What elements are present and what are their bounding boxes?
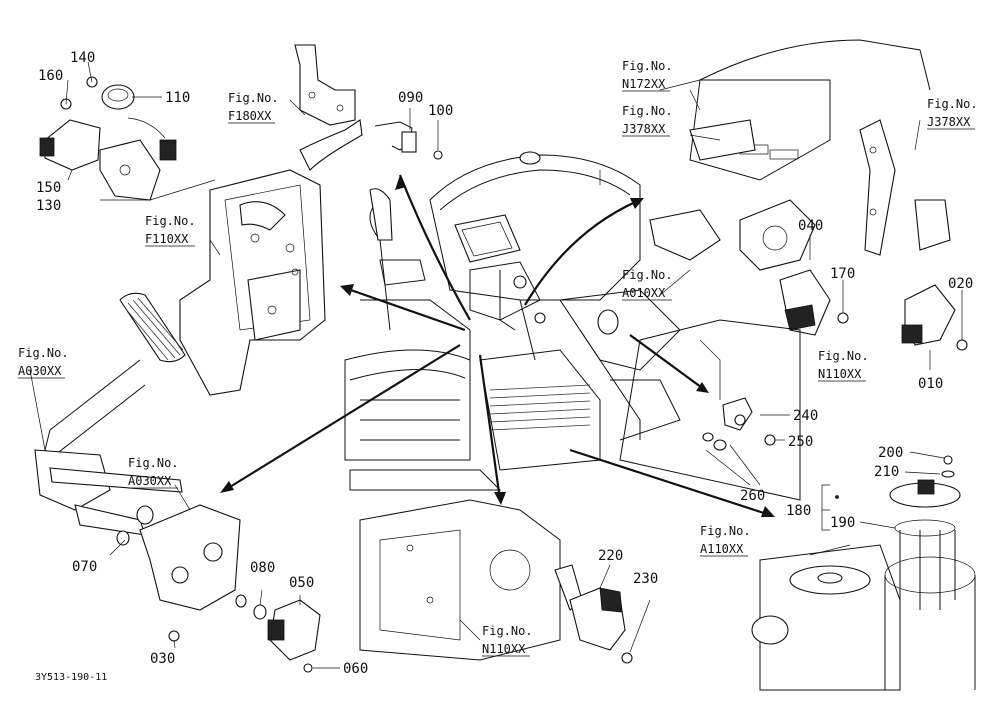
svg-text:Fig.No.: Fig.No. (927, 97, 978, 111)
bracket-assembly-middle-right (619, 319, 801, 501)
part-label-110: 110 (165, 90, 190, 106)
bracket-f180 (294, 44, 443, 171)
part-label-150: 150 (36, 180, 61, 196)
figref-a010: Fig.No. A010XX (622, 268, 673, 301)
part-label-030: 030 (150, 651, 175, 667)
figref-f110: Fig.No. F110XX (145, 214, 196, 247)
part-label-070: 070 (72, 559, 97, 575)
part-label-180: 180 (786, 503, 811, 519)
svg-text:Fig.No.: Fig.No. (622, 268, 673, 282)
svg-text:A010XX: A010XX (622, 286, 666, 300)
svg-text:N110XX: N110XX (482, 642, 526, 656)
svg-text:J378XX: J378XX (927, 115, 971, 129)
part-label-050: 050 (289, 575, 314, 591)
figref-j378-left: Fig.No. J378XX (622, 104, 673, 137)
svg-text:A030XX: A030XX (18, 364, 62, 378)
svg-text:Fig.No.: Fig.No. (128, 456, 179, 470)
pedal-linkage-left (34, 292, 321, 673)
figref-n110-bottom: Fig.No. N110XX (482, 624, 533, 657)
document-id: 3Y513-190-11 (35, 672, 107, 683)
svg-text:N110XX: N110XX (818, 367, 862, 381)
figref-n172: Fig.No. N172XX (622, 59, 673, 92)
svg-text:Fig.No.: Fig.No. (818, 349, 869, 363)
svg-text:Fig.No.: Fig.No. (700, 524, 751, 538)
svg-text:N172XX: N172XX (622, 77, 666, 91)
tractor-cab-illustration (344, 151, 681, 491)
svg-text:F180XX: F180XX (228, 109, 272, 123)
part-label-140: 140 (70, 50, 95, 66)
callout-arrows (220, 174, 775, 517)
svg-text:Fig.No.: Fig.No. (18, 346, 69, 360)
part-label-230: 230 (633, 571, 658, 587)
switch-assembly-top-left (39, 76, 216, 201)
svg-text:A030XX: A030XX (128, 474, 172, 488)
svg-text:Fig.No.: Fig.No. (228, 91, 279, 105)
svg-text:J378XX: J378XX (622, 122, 666, 136)
svg-text:Fig.No.: Fig.No. (622, 104, 673, 118)
figref-j378-right: Fig.No. J378XX (927, 97, 978, 130)
leader-lines (29, 61, 963, 669)
figure-reference-labels: Fig.No. F180XX Fig.No. F110XX Fig.No. A0… (18, 59, 978, 657)
figref-f180: Fig.No. F180XX (228, 91, 279, 124)
part-label-210: 210 (874, 464, 899, 480)
part-label-220: 220 (598, 548, 623, 564)
part-label-020: 020 (948, 276, 973, 292)
part-label-040: 040 (798, 218, 823, 234)
part-label-250: 250 (788, 434, 813, 450)
part-label-010: 010 (918, 376, 943, 392)
sensor-assembly-top-right (649, 39, 968, 351)
svg-text:A110XX: A110XX (700, 542, 744, 556)
part-label-060: 060 (343, 661, 368, 677)
frame-bracket-bottom-center (359, 499, 633, 664)
svg-text:Fig.No.: Fig.No. (482, 624, 533, 638)
svg-text:Fig.No.: Fig.No. (622, 59, 673, 73)
part-label-160: 160 (38, 68, 63, 84)
panel-f110 (179, 169, 326, 396)
part-label-130: 130 (36, 198, 61, 214)
part-label-170: 170 (830, 266, 855, 282)
figref-a110: Fig.No. A110XX (700, 524, 751, 557)
part-number-labels: 140 160 110 150 130 090 100 040 170 020 … (36, 50, 973, 677)
fuel-sender-assembly (751, 455, 976, 691)
figref-a030-left: Fig.No. A030XX (18, 346, 69, 379)
svg-text:Fig.No.: Fig.No. (145, 214, 196, 228)
part-label-200: 200 (878, 445, 903, 461)
svg-text:F110XX: F110XX (145, 232, 189, 246)
part-label-090: 090 (398, 90, 423, 106)
part-label-080: 080 (250, 560, 275, 576)
figref-n110-right: Fig.No. N110XX (818, 349, 869, 382)
part-label-190: 190 (830, 515, 855, 531)
figref-a030-mid: Fig.No. A030XX (128, 456, 179, 489)
part-label-100: 100 (428, 103, 453, 119)
part-label-260: 260 (740, 488, 765, 504)
part-label-240: 240 (793, 408, 818, 424)
